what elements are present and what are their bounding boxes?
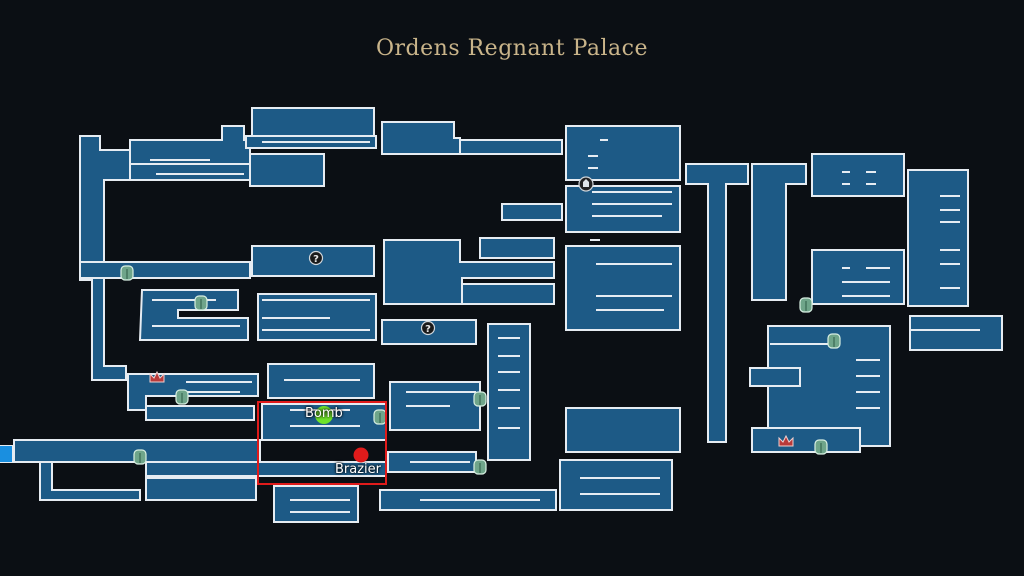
red-crown-icon — [778, 434, 794, 447]
room-bottom-a — [145, 477, 257, 501]
green-door-icon — [814, 439, 828, 455]
green-door-icon — [373, 409, 387, 425]
room-right-tower — [907, 169, 969, 307]
room-left-mid-corridor — [79, 261, 251, 279]
bomb-label: Bomb — [305, 406, 343, 421]
room-right-pillar-a — [685, 163, 749, 443]
svg-text:?: ? — [425, 324, 431, 335]
map-inner-walls — [150, 139, 980, 513]
room-small-step — [501, 203, 563, 221]
room-right-bottom — [751, 427, 861, 453]
room-top-mid-corridor — [459, 139, 563, 155]
room-bottom-right — [559, 459, 673, 511]
map-rooms — [0, 107, 1003, 523]
room-big-lower — [565, 407, 681, 453]
room-top-center-c — [249, 153, 325, 187]
green-door-icon — [799, 297, 813, 313]
area-title: Ordens Regnant Palace — [376, 36, 648, 61]
room-top-center-a — [251, 107, 375, 137]
green-door-icon — [120, 265, 134, 281]
room-right-mid — [811, 249, 905, 305]
red-crown-icon — [149, 370, 165, 383]
exit-marker — [0, 446, 12, 462]
room-bottom-b — [273, 485, 359, 523]
room-top-left-a — [129, 125, 251, 165]
green-door-icon — [827, 333, 841, 349]
room-big-mid — [565, 245, 681, 331]
room-entrance-drop — [39, 461, 141, 501]
room-right-ledge — [909, 315, 1003, 351]
room-shaft — [487, 323, 531, 461]
green-door-icon — [473, 391, 487, 407]
green-door-icon — [175, 389, 189, 405]
room-top-mid — [381, 121, 461, 155]
room-mid-right-b — [461, 283, 555, 305]
question-mark-icon: ? — [308, 250, 324, 266]
room-right-top — [811, 153, 905, 197]
shrine-icon — [578, 176, 594, 192]
save-doors — [120, 265, 841, 475]
room-left-vertical — [79, 135, 131, 381]
room-mid-right-a — [479, 237, 555, 259]
highlight-box — [257, 401, 387, 485]
room-big-upper — [565, 125, 681, 181]
green-door-icon — [194, 295, 208, 311]
room-right-small — [749, 367, 801, 387]
green-door-icon — [473, 459, 487, 475]
room-lower-wide — [145, 405, 255, 421]
room-left-hall — [138, 289, 249, 341]
room-right-lower — [767, 325, 891, 447]
svg-text:?: ? — [313, 254, 319, 265]
question-mark-icon: ? — [420, 320, 436, 336]
room-mid-stairs — [383, 239, 555, 305]
green-door-icon — [133, 449, 147, 465]
room-big-upper-b — [565, 185, 681, 233]
bomb-marker[interactable] — [315, 406, 333, 424]
brazier-label: Brazier — [335, 462, 382, 477]
room-right-pillar-b — [751, 163, 807, 301]
brazier-marker[interactable] — [353, 447, 369, 463]
